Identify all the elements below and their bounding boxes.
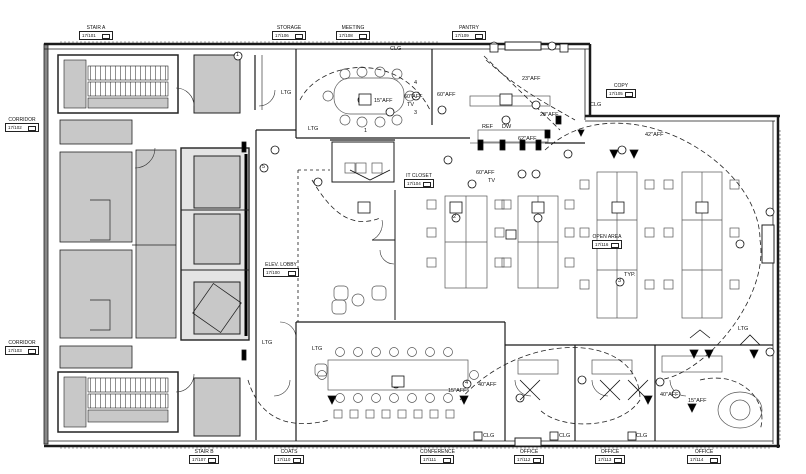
device-number: 3 <box>414 110 418 116</box>
device-symbols <box>233 41 775 441</box>
aff-label: 42"AFF <box>645 132 664 138</box>
room-name: CORRIDOR <box>5 341 39 347</box>
room-name: CORRIDOR <box>5 118 39 124</box>
room-code: 17/109 <box>452 32 486 40</box>
room-code: 17/108 <box>336 32 370 40</box>
room-code: 17/107 <box>189 456 219 464</box>
room-name: PANTRY <box>452 26 486 32</box>
device-number: 4 <box>414 80 418 86</box>
room-code: 17/104 <box>404 180 434 188</box>
room-name: ELEV. LOBBY <box>263 263 299 269</box>
device-number: 3 <box>618 278 622 284</box>
room-code: 17/101 <box>79 32 113 40</box>
room-name: OFFICE <box>687 450 721 456</box>
circuit-lines <box>247 55 763 431</box>
aff-label: 28"AFF <box>540 112 559 118</box>
device-number: 1 <box>236 52 240 58</box>
aff-label: 60"AFF <box>476 170 495 176</box>
clg-label: CLG <box>390 46 402 52</box>
room-code: 17/100 <box>263 269 299 277</box>
room-name: STAIR B <box>189 450 219 456</box>
room-code: 17/113 <box>595 456 625 464</box>
room-code: 17/116 <box>592 241 622 249</box>
typ-label: TYP. <box>624 272 636 278</box>
aff-label: 15"AFF <box>688 398 707 404</box>
room-name: COPY <box>606 84 636 90</box>
dw-label: DW <box>502 124 512 130</box>
room-code: 17/105 <box>606 90 636 98</box>
room-name: OFFICE <box>595 450 625 456</box>
ltg-label: LTG <box>308 126 319 132</box>
clg-label: CLG <box>483 433 495 439</box>
room-code: 17/112 <box>514 456 544 464</box>
aff-label: 40"AFF <box>660 392 679 398</box>
room-code: 17/110 <box>274 456 304 464</box>
ltg-label: LTG <box>738 326 749 332</box>
aff-label: 23"AFF <box>522 76 541 82</box>
tv-label: TV <box>488 178 496 184</box>
aff-label: 15"AFF <box>374 98 393 104</box>
room-code: 17/106 <box>272 32 306 40</box>
device-number: 4 <box>465 380 469 386</box>
room-name: OFFICE <box>514 450 544 456</box>
interior-walls <box>254 49 773 441</box>
aff-label: 40"AFF <box>478 382 497 388</box>
tv-label: TV <box>407 102 415 108</box>
clg-label: CLG <box>636 433 648 439</box>
ltg-label: LTG <box>312 346 323 352</box>
aff-label: 60"AFF <box>404 94 423 100</box>
ltg-label: LTG <box>262 340 273 346</box>
room-name: STORAGE <box>272 26 306 32</box>
device-number: 1 <box>364 128 368 134</box>
building-core <box>57 54 250 437</box>
room-code: 17/114 <box>687 456 721 464</box>
room-code: 17/111 <box>420 456 454 464</box>
aff-label: 60"AFF <box>437 92 456 98</box>
room-name: STAIR A <box>79 26 113 32</box>
device-number: 2 <box>453 214 457 220</box>
aff-label: 15"AFF <box>448 388 467 394</box>
ref-label: REF <box>482 124 493 130</box>
room-name: OPEN AREA <box>592 234 622 241</box>
ltg-label: LTG <box>281 90 292 96</box>
room-code: 17/103 <box>5 347 39 355</box>
aff-label: 62"AFF <box>518 136 537 142</box>
room-code: 17/102 <box>5 124 39 132</box>
clg-label: CLG <box>559 433 571 439</box>
device-number: 5 <box>262 164 266 170</box>
room-name: MEETING <box>336 26 370 32</box>
exterior-walls <box>43 41 781 449</box>
clg-label: CLG <box>590 102 602 108</box>
room-name: CONFERENCE <box>420 449 456 456</box>
room-name: COATS <box>274 450 304 456</box>
room-name: IT CLOSET <box>404 174 434 180</box>
